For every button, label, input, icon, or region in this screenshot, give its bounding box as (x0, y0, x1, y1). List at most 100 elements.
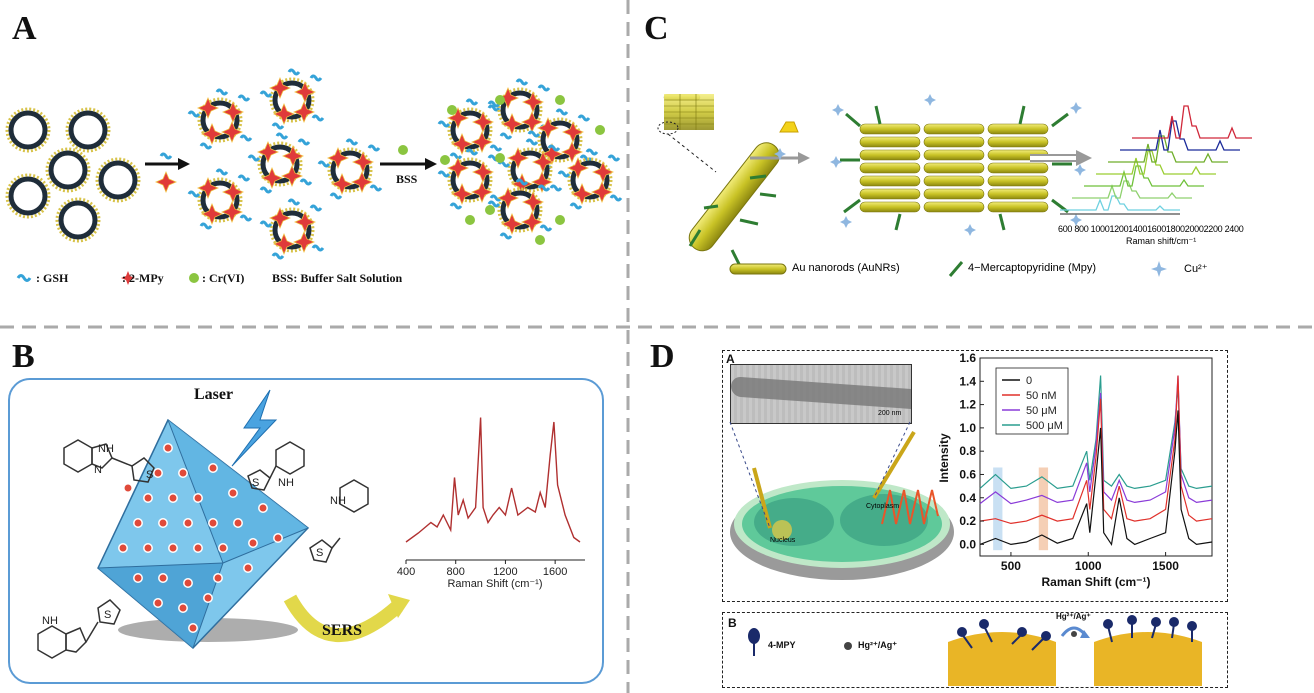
c-spectrum-trace (1072, 180, 1192, 199)
d-legend-box (995, 367, 1069, 435)
nanoparticle-dot (228, 488, 238, 498)
cu-ion (830, 156, 842, 168)
mpy-ligand (874, 105, 882, 125)
au-nanorod (859, 175, 921, 187)
panel-c-scheme (657, 94, 1252, 267)
svg-text:NH: NH (42, 615, 58, 627)
au-nanorod (987, 188, 1049, 200)
nanoparticle-dot (153, 598, 163, 608)
d-ytick-label: 0.0 (959, 537, 976, 551)
b-xtick-label: 1600 (543, 566, 567, 578)
panel-d-tem-image (730, 364, 912, 424)
panel-d-part-b-scheme (748, 615, 1202, 686)
panel-a-arrow-bss: BSS (396, 172, 418, 186)
nanoparticle-dot (233, 518, 243, 528)
cu-ion (964, 224, 976, 236)
panel-d-cell-dish (729, 421, 954, 580)
d-ytick-label: 0.8 (959, 444, 976, 458)
panel-b-sers-label: SERS (322, 622, 363, 639)
panel-d-sub-a: A (726, 352, 735, 366)
au-nanorod (923, 149, 985, 161)
panel-label-b: B (12, 338, 35, 375)
legend-mpy: 4−Mercaptopyridine (Mpy) (968, 262, 1097, 274)
au-nanorod (859, 201, 921, 213)
au-nanorod (987, 123, 1049, 135)
d-legend-label: 50 μM (1026, 405, 1057, 417)
panel-c-xlabel: Raman shift/cm⁻¹ (1126, 236, 1197, 246)
au-nanorod (923, 162, 985, 174)
c-spectrum-trace (1108, 135, 1228, 163)
nanoparticle-dot (258, 503, 268, 513)
d-ytick-label: 1.2 (959, 398, 976, 412)
b-xtick-label: 400 (397, 566, 415, 578)
nanoparticle-dot (218, 543, 228, 553)
cu-ion (832, 104, 844, 116)
d-band-orange (1038, 467, 1049, 551)
d-ytick-label: 0.2 (959, 514, 976, 528)
svg-text:S: S (316, 547, 323, 559)
mpy-ligand (1018, 105, 1026, 125)
panel-b-scheme: NH N S NH S NH S NH S (37, 389, 410, 659)
svg-text:NH: NH (98, 443, 114, 455)
nanoparticle-dot (208, 518, 218, 528)
svg-text:S: S (252, 477, 259, 489)
panel-label-a: A (12, 10, 37, 47)
au-nanorod (923, 175, 985, 187)
mpy-ligand (998, 213, 1006, 231)
nanoparticle-dot (168, 543, 178, 553)
svg-text:NH: NH (330, 495, 346, 507)
nanoparticle-dot (158, 573, 168, 583)
panel-a-legend-icons (16, 271, 135, 285)
au-nanorod (859, 188, 921, 200)
b-xtick-label: 800 (447, 566, 465, 578)
au-nanorod (987, 136, 1049, 148)
d-ytick-label: 0.6 (959, 467, 976, 481)
svg-text:S: S (104, 609, 111, 621)
nanoparticle-dot (163, 443, 173, 453)
au-nanorod (859, 149, 921, 161)
d-xtick-label: 1000 (1075, 559, 1102, 573)
nanoparticle-dot (183, 518, 193, 528)
au-nanorod (923, 136, 985, 148)
nanoparticle-dot (193, 493, 203, 503)
panel-d-box-a (722, 350, 1228, 602)
au-nanorod (859, 123, 921, 135)
nanoparticle-dot (208, 463, 218, 473)
panel-d-sub-b: B (728, 616, 737, 630)
svg-text:S: S (146, 469, 153, 481)
nanoparticle-dot (188, 623, 198, 633)
d-series-line (979, 410, 1213, 546)
nanoparticle-dot (133, 518, 143, 528)
c-spectrum-trace (1084, 165, 1204, 187)
panel-d-ion-label: Hg²⁺/Ag⁺ (858, 640, 897, 650)
panel-label-c: C (644, 10, 669, 47)
au-nanorod (923, 188, 985, 200)
panel-b-spectrum-line (405, 417, 581, 543)
mpy-ligand (845, 112, 861, 128)
d-legend-label: 0 (1026, 375, 1032, 387)
nanoparticle-dot (133, 573, 143, 583)
cu-ion (1070, 214, 1082, 226)
d-ytick-label: 1.4 (959, 374, 976, 388)
mpy-ligand (894, 213, 902, 231)
panel-d-ion-label-2: Hg²⁺/Ag⁺ (1056, 612, 1091, 621)
d-ytick-label: 1.0 (959, 421, 976, 435)
panel-d-mpy-label: 4-MPY (768, 640, 796, 650)
au-nanorod (859, 162, 921, 174)
legend-gsh: : GSH (36, 271, 69, 285)
panel-label-d: D (650, 338, 675, 375)
nanoparticle-dot (178, 603, 188, 613)
d-ytick-label: 1.6 (959, 351, 976, 365)
nanoparticle-dot (143, 493, 153, 503)
panel-d-ylabel: Intensity (937, 433, 951, 483)
d-xtick-label: 500 (1001, 559, 1021, 573)
cu-ion (1074, 164, 1086, 176)
c-spectrum-trace (1120, 120, 1240, 151)
nanoparticle-dot (153, 468, 163, 478)
nanoparticle-dot (158, 518, 168, 528)
mpy-ligand (1051, 112, 1069, 128)
au-nanorod (859, 136, 921, 148)
au-nanorod (923, 123, 985, 135)
d-band-blue (993, 467, 1003, 551)
